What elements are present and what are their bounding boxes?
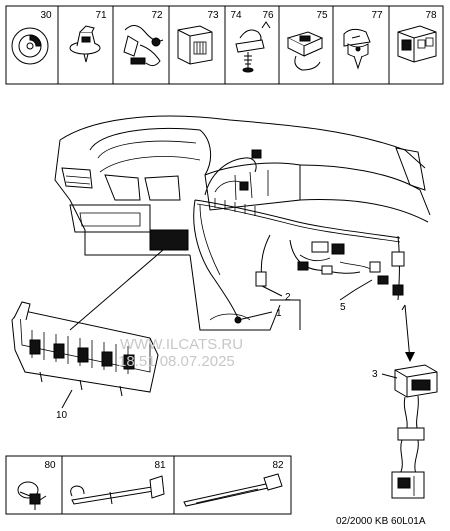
part-label-73: 73 xyxy=(207,10,219,21)
cable-tie-clip-icon xyxy=(123,25,164,67)
part-label-80: 80 xyxy=(44,460,56,471)
connector-3 xyxy=(391,364,438,499)
part-label-72: 72 xyxy=(151,10,163,21)
callout-10: 10 xyxy=(56,410,68,421)
drawing-reference: 02/2000 KB 60L01A xyxy=(336,516,426,527)
callout-3: 3 xyxy=(372,369,378,380)
wiring-harness xyxy=(193,149,405,324)
part-label-77: 77 xyxy=(371,10,383,21)
strap-clip-icon xyxy=(286,31,324,71)
fir-tree-clip-icon xyxy=(235,21,271,73)
loop-clip-icon xyxy=(17,481,47,510)
harness-clip-icon xyxy=(69,25,101,63)
push-pin-clip-icon xyxy=(343,28,371,70)
top-parts-table: 30 71 72 73 74 76 75 77 78 xyxy=(5,5,444,85)
cable-tie-icon xyxy=(183,473,283,507)
connector-housing-icon xyxy=(177,25,213,65)
watermark-site: WWW.ILCATS.RU xyxy=(120,336,243,353)
cable-tie-mount-icon xyxy=(70,475,165,505)
part-label-78: 78 xyxy=(425,10,437,21)
part-label-75: 75 xyxy=(316,10,328,21)
part-label-74: 74 xyxy=(230,10,242,21)
part-label-30: 30 xyxy=(40,10,52,21)
multi-connector-icon xyxy=(397,25,437,63)
callout-1: 1 xyxy=(276,308,282,319)
part-label-71: 71 xyxy=(95,10,107,21)
dashboard-illustration xyxy=(54,115,431,331)
grommet-icon xyxy=(11,27,49,65)
part-label-81: 81 xyxy=(154,460,166,471)
part-label-82: 82 xyxy=(272,460,284,471)
callout-5: 5 xyxy=(340,302,346,313)
part-label-76: 76 xyxy=(262,10,274,21)
callout-2: 2 xyxy=(285,292,291,303)
fuse-holder-rack xyxy=(11,301,159,397)
bottom-parts-table: 80 81 82 xyxy=(5,455,292,515)
watermark-date: 18.51 08.07.2025 xyxy=(118,353,235,370)
leader-lines xyxy=(61,249,415,409)
